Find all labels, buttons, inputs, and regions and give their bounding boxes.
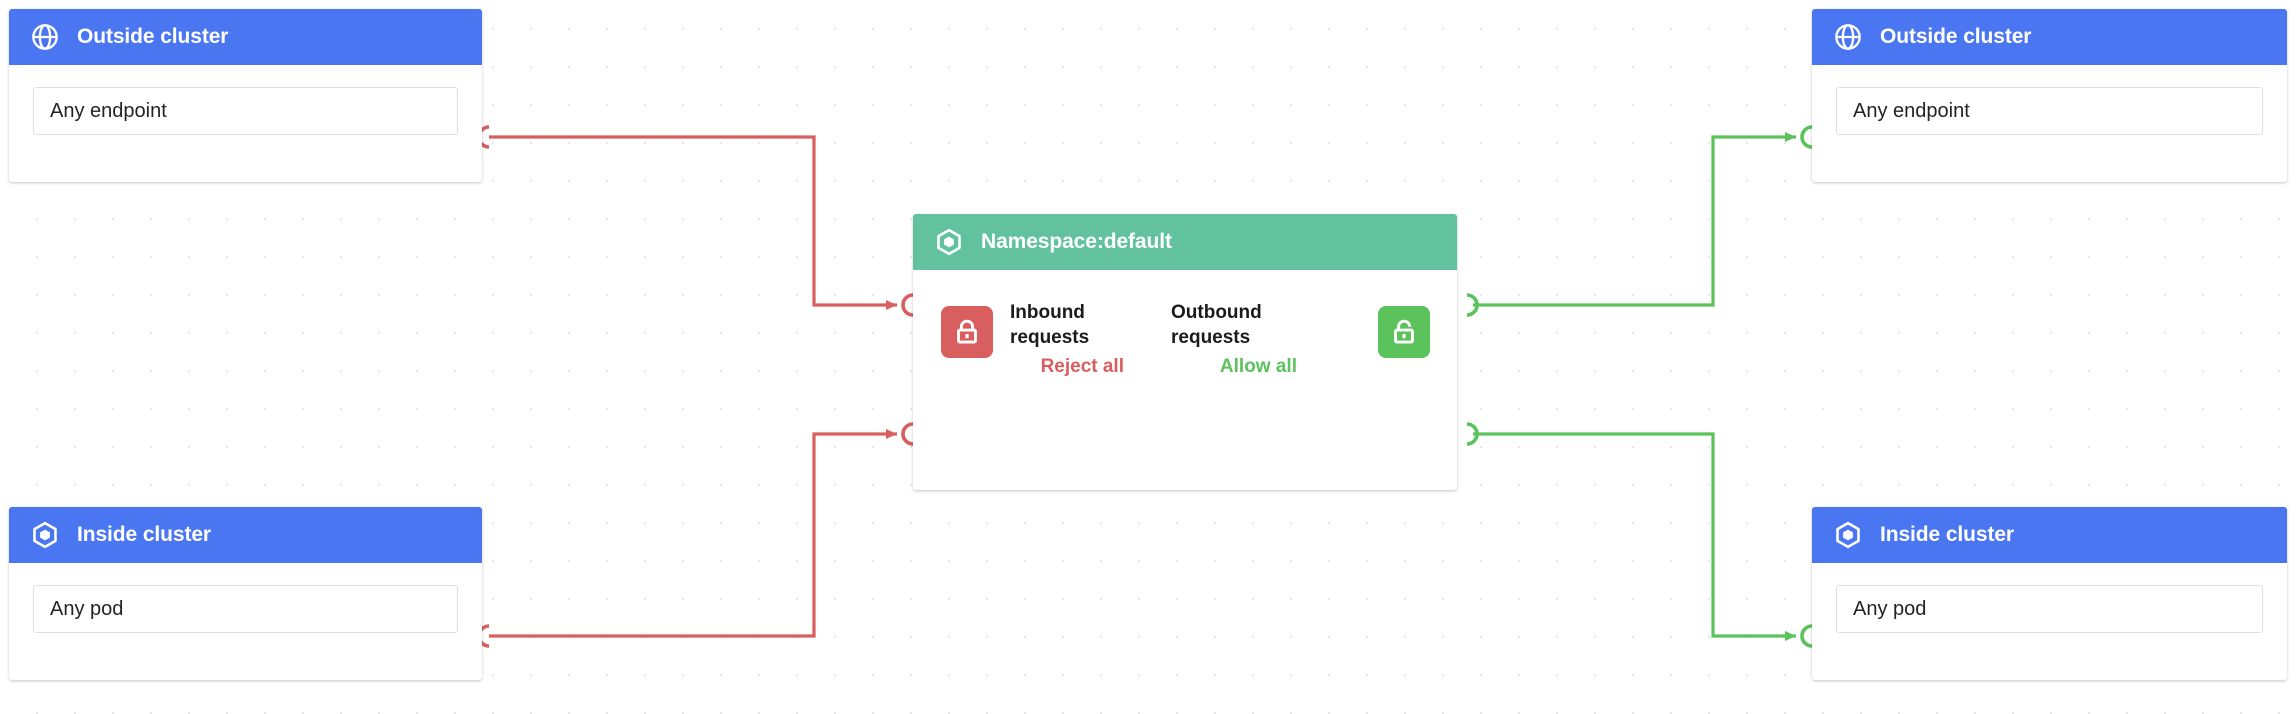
node-title: Inside cluster — [1880, 523, 2014, 546]
globe-icon — [31, 23, 59, 51]
endpoint-selector[interactable]: Any endpoint — [1836, 87, 2263, 135]
edge-namespace-to-inside-right[interactable] — [1466, 422, 1813, 648]
edge-inside-left-to-namespace[interactable] — [477, 422, 914, 648]
node-body: Inbound requests Reject all Outbound req… — [913, 270, 1457, 490]
node-body: Any pod — [1812, 563, 2287, 659]
node-title: Outside cluster — [77, 25, 229, 48]
outbound-policy: Outbound requests Allow all — [1171, 300, 1301, 378]
node-header: Inside cluster — [1812, 507, 2287, 563]
inbound-label: Inbound requests — [1010, 302, 1090, 348]
node-header: Outside cluster — [9, 9, 482, 65]
hexagon-pod-icon — [31, 521, 59, 549]
node-header: Namespace:default — [913, 214, 1457, 270]
hexagon-pod-icon — [1834, 521, 1862, 549]
lock-open-icon[interactable] — [1378, 306, 1430, 358]
pod-selector[interactable]: Any pod — [33, 585, 458, 633]
node-title: Namespace:default — [981, 230, 1172, 253]
outbound-verdict[interactable]: Allow all — [1219, 356, 1297, 377]
node-title: Inside cluster — [77, 523, 211, 546]
inbound-verdict[interactable]: Reject all — [1040, 356, 1124, 377]
node-outside-cluster-right[interactable]: Outside cluster Any endpoint — [1812, 9, 2287, 182]
node-title: Outside cluster — [1880, 25, 2032, 48]
endpoint-selector[interactable]: Any endpoint — [33, 87, 458, 135]
node-namespace-default[interactable]: Namespace:default Inbound requests Rejec… — [913, 214, 1457, 490]
edge-namespace-to-outside-right[interactable] — [1466, 125, 1813, 317]
outbound-label: Outbound requests — [1171, 302, 1262, 348]
node-body: Any pod — [9, 563, 482, 659]
node-outside-cluster-left[interactable]: Outside cluster Any endpoint — [9, 9, 482, 182]
node-body: Any endpoint — [1812, 65, 2287, 161]
lock-closed-icon[interactable] — [941, 306, 993, 358]
node-header: Outside cluster — [1812, 9, 2287, 65]
edge-outside-left-to-namespace[interactable] — [477, 125, 914, 317]
hexagon-pod-icon — [935, 228, 963, 256]
inbound-policy: Inbound requests Reject all — [1010, 300, 1130, 378]
pod-selector[interactable]: Any pod — [1836, 585, 2263, 633]
globe-icon — [1834, 23, 1862, 51]
node-inside-cluster-left[interactable]: Inside cluster Any pod — [9, 507, 482, 680]
node-body: Any endpoint — [9, 65, 482, 161]
node-header: Inside cluster — [9, 507, 482, 563]
policy-row: Inbound requests Reject all Outbound req… — [913, 300, 1457, 420]
node-inside-cluster-right[interactable]: Inside cluster Any pod — [1812, 507, 2287, 680]
